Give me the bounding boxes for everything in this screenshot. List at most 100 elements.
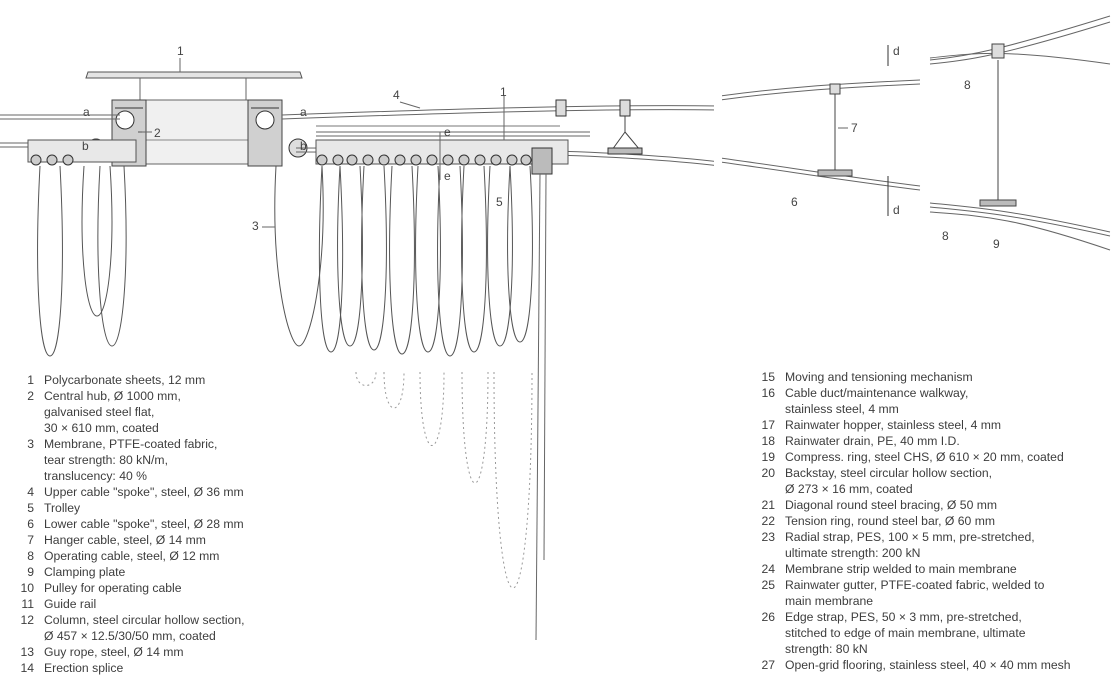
- trolley-wheel: [506, 154, 518, 166]
- membrane-loop: [274, 165, 324, 347]
- legend-item-text: Membrane strip welded to main membrane: [785, 562, 1017, 576]
- callout-e-top: e: [444, 125, 451, 139]
- legend-item-number: 9: [27, 565, 34, 579]
- hanger-cables: [817, 43, 1017, 207]
- membrane-loop: [437, 165, 463, 357]
- trolley-wheel: [458, 154, 470, 166]
- legend-item-number: 7: [27, 533, 34, 547]
- trolley-wheels: [30, 154, 532, 166]
- callout-1-roof: 1: [177, 44, 184, 58]
- legend-item-number: 14: [20, 661, 34, 675]
- legend-item-text: Hanger cable, steel, Ø 14 mm: [44, 533, 206, 547]
- legend-item-number: 18: [761, 434, 775, 448]
- legend-item-text: Clamping plate: [44, 565, 126, 579]
- legend-item-number: 21: [761, 498, 775, 512]
- trolley-wheel: [474, 154, 486, 166]
- callout-d-top: d: [893, 44, 900, 58]
- trolley-wheel: [362, 154, 374, 166]
- legend-item: 1 Polycarbonate sheets, 12 mm: [10, 372, 245, 388]
- trolley-wheel: [62, 154, 74, 166]
- legend-item: 12 Column, steel circular hollow section,…: [10, 612, 245, 644]
- trolley-wheel: [490, 154, 502, 166]
- membrane-tail: [493, 371, 533, 589]
- membrane-loop: [318, 165, 344, 353]
- legend-item-text: Trolley: [44, 501, 81, 515]
- trolley-wheel: [316, 154, 328, 166]
- trolley-wheel: [30, 154, 42, 166]
- callout-d-bottom: d: [893, 203, 900, 217]
- legend-item-number: 17: [761, 418, 775, 432]
- legend-item-number: 2: [27, 389, 34, 403]
- callout-1-spoke: 1: [500, 85, 507, 99]
- legend-item-number: 6: [27, 517, 34, 531]
- membrane-loop: [97, 165, 127, 347]
- trolley-wheel: [520, 154, 532, 166]
- callout-e-bottom: e: [444, 169, 451, 183]
- callout-b-left: b: [82, 139, 89, 153]
- section-markers: [714, 40, 929, 240]
- callout-a-left: a: [83, 105, 90, 119]
- membrane-tail: [383, 371, 405, 409]
- callout-7: 7: [851, 121, 858, 135]
- legend-item-number: 23: [761, 530, 775, 544]
- legend-item-text: Radial strap, PES, 100 × 5 mm, pre-stret…: [785, 530, 1035, 560]
- legend-item-number: 5: [27, 501, 34, 515]
- membrane-loop: [507, 165, 533, 343]
- legend-item-text: Edge strap, PES, 50 × 3 mm, pre-stretche…: [785, 610, 1026, 656]
- legend-item: 22 Tension ring, round steel bar, Ø 60 mm: [751, 513, 1071, 529]
- membrane-loop: [487, 165, 513, 347]
- legend-item-number: 25: [761, 578, 775, 592]
- legend-item: 26 Edge strap, PES, 50 × 3 mm, pre-stretc…: [751, 609, 1071, 657]
- legend-item-text: Membrane, PTFE-coated fabric, tear stren…: [44, 437, 218, 483]
- trolley-wheel: [410, 154, 422, 166]
- legend-item-text: Operating cable, steel, Ø 12 mm: [44, 549, 220, 563]
- legend-item-text: Polycarbonate sheets, 12 mm: [44, 373, 206, 387]
- legend-item-text: Upper cable "spoke", steel, Ø 36 mm: [44, 485, 244, 499]
- membrane-loops: [37, 165, 533, 589]
- legend-item-number: 12: [20, 613, 34, 627]
- legend-item-text: Rainwater gutter, PTFE-coated fabric, we…: [785, 578, 1045, 608]
- legend-item-number: 4: [27, 485, 34, 499]
- legend-item-text: Rainwater drain, PE, 40 mm I.D.: [785, 434, 960, 448]
- legend-item-text: Guy rope, steel, Ø 14 mm: [44, 645, 184, 659]
- callout-6: 6: [791, 195, 798, 209]
- legend-item-text: Column, steel circular hollow section, Ø…: [44, 613, 245, 643]
- legend-item-number: 10: [20, 581, 34, 595]
- legend-item: 4 Upper cable "spoke", steel, Ø 36 mm: [10, 484, 245, 500]
- callout-3: 3: [252, 219, 259, 233]
- legend-item-number: 13: [20, 645, 34, 659]
- legend-item-number: 1: [27, 373, 34, 387]
- callout-4: 4: [393, 88, 400, 102]
- trolley-wheel: [346, 154, 358, 166]
- legend-item-text: Diagonal round steel bracing, Ø 50 mm: [785, 498, 998, 512]
- legend-item: 23 Radial strap, PES, 100 × 5 mm, pre-str…: [751, 529, 1071, 561]
- legend-item: 21 Diagonal round steel bracing, Ø 50 mm: [751, 497, 1071, 513]
- legend-item-text: Rainwater hopper, stainless steel, 4 mm: [785, 418, 1002, 432]
- membrane-loop: [461, 165, 487, 353]
- trolley-wheel: [332, 154, 344, 166]
- legend-item-text: Tension ring, round steel bar, Ø 60 mm: [785, 514, 996, 528]
- trolley-wheel: [46, 154, 58, 166]
- membrane-tail: [419, 371, 445, 446]
- legend-item-text: Pulley for operating cable: [44, 581, 182, 595]
- trolley-wheel: [442, 154, 454, 166]
- legend-item-text: Open-grid flooring, stainless steel, 40 …: [785, 658, 1071, 672]
- callout-8-bottom: 8: [942, 229, 949, 243]
- trolley-wheel: [426, 154, 438, 166]
- legend-item-number: 15: [761, 370, 775, 384]
- legend-item-number: 26: [761, 610, 775, 624]
- legend-item: 10 Pulley for operating cable: [10, 580, 245, 596]
- legend-item-number: 22: [761, 514, 775, 528]
- legend-item-number: 16: [761, 386, 775, 400]
